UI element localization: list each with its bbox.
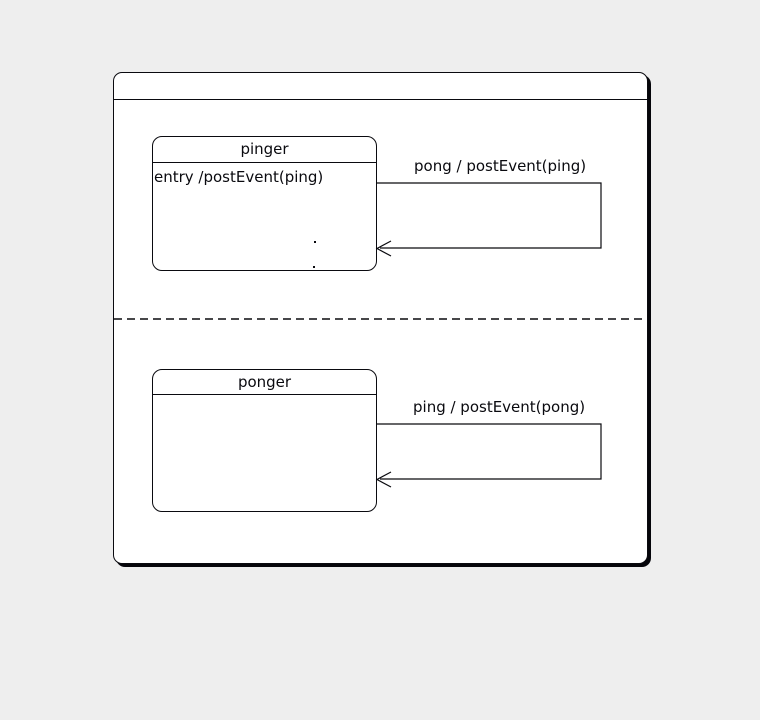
vertical-ellipsis-icon [313,239,317,269]
state-pinger-entry-action: entry /postEvent(ping) [154,168,324,186]
transition-label-ping: ping / postEvent(pong) [413,398,586,416]
state-ponger: ponger [152,369,377,512]
state-ponger-body [153,395,376,510]
transition-label-pong: pong / postEvent(ping) [414,157,587,175]
composite-state-title-compartment [114,73,647,100]
state-ponger-name: ponger [153,370,376,395]
state-pinger-body: entry /postEvent(ping) [153,163,376,270]
state-pinger-name: pinger [153,137,376,163]
state-pinger: pinger entry /postEvent(ping) [152,136,377,271]
